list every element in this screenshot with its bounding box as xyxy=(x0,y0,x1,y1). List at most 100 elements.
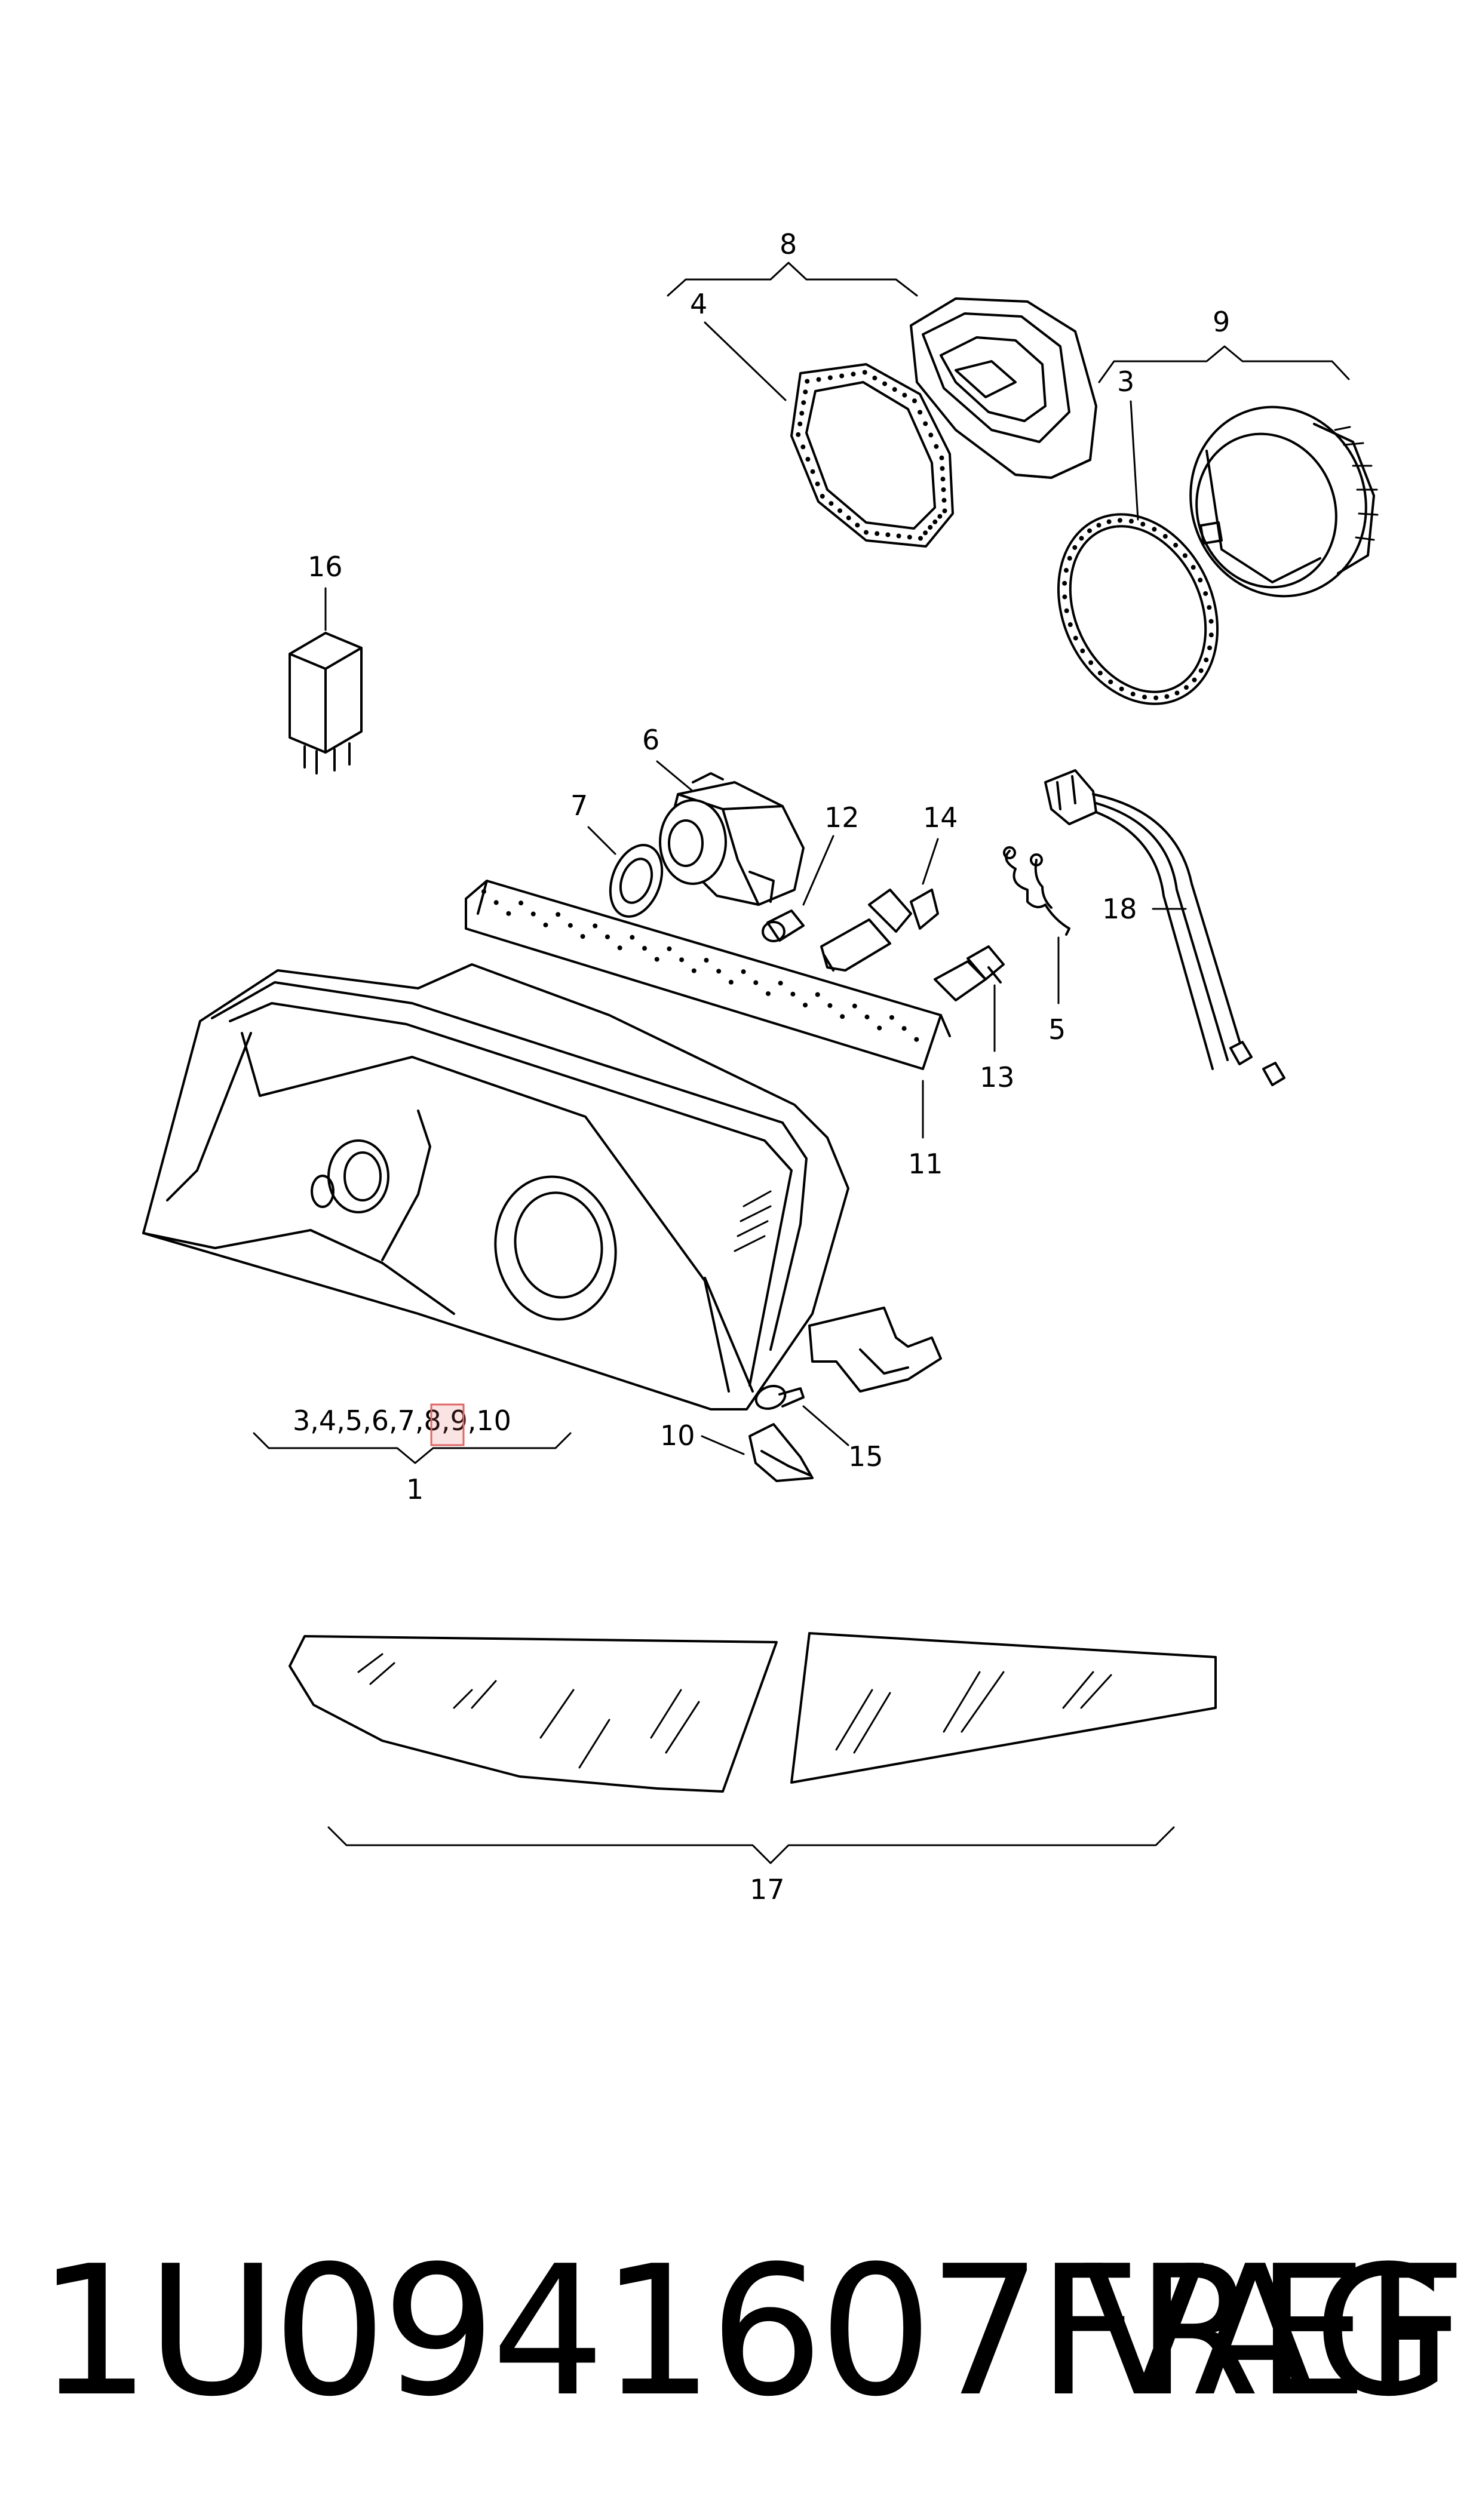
part-17-lens-covers: 17 xyxy=(289,1632,1217,1906)
group-bracket-8: 8 xyxy=(667,228,918,297)
part-18-wiring-harness: 18 xyxy=(1044,769,1285,1086)
texture-dot xyxy=(753,980,759,985)
texture-dot xyxy=(1067,555,1072,561)
texture-dot xyxy=(846,515,851,521)
callout-12: 12 xyxy=(824,801,860,834)
texture-dot xyxy=(829,501,834,506)
texture-dot xyxy=(862,370,867,375)
texture-dot xyxy=(704,958,709,963)
callout-1: 1 xyxy=(406,1473,424,1505)
texture-dot xyxy=(1128,518,1134,524)
part-14-main-bulb: 14 xyxy=(820,801,958,972)
texture-dot xyxy=(877,1025,882,1031)
texture-dot xyxy=(679,957,685,963)
texture-dot xyxy=(1097,671,1103,676)
part-12-parking-bulb: 12 xyxy=(762,801,860,942)
texture-dot xyxy=(593,923,598,929)
texture-dot xyxy=(617,945,622,951)
part-8-reflector-housing xyxy=(910,297,1097,479)
texture-dot xyxy=(864,530,869,535)
texture-dot xyxy=(851,371,856,377)
texture-dot xyxy=(1198,577,1203,583)
texture-dot xyxy=(837,508,843,514)
texture-dot xyxy=(942,508,947,514)
texture-dot xyxy=(892,387,897,392)
texture-dot xyxy=(518,901,524,906)
callout-14: 14 xyxy=(923,801,958,834)
callout-5: 5 xyxy=(1048,1013,1066,1046)
texture-dot xyxy=(1164,694,1170,699)
texture-dot xyxy=(1096,523,1101,528)
callout-8-top: 8 xyxy=(780,228,797,260)
texture-dot xyxy=(796,432,801,437)
callout-10: 10 xyxy=(660,1419,695,1452)
texture-dot xyxy=(654,957,659,962)
texture-dot xyxy=(914,1037,919,1042)
texture-dot xyxy=(1073,635,1078,641)
texture-dot xyxy=(816,377,821,382)
callout-6: 6 xyxy=(642,724,659,756)
texture-dot xyxy=(885,532,891,537)
texture-dot xyxy=(691,968,696,973)
texture-dot xyxy=(1117,518,1122,523)
callout-13: 13 xyxy=(980,1061,1015,1093)
texture-dot xyxy=(803,1003,808,1008)
texture-dot xyxy=(896,533,901,539)
texture-dot xyxy=(543,922,548,927)
texture-dot xyxy=(799,411,805,416)
part-9-projector-module xyxy=(1189,405,1379,598)
group-bracket-9: 9 xyxy=(1098,306,1350,383)
texture-dot xyxy=(827,375,833,380)
texture-dot xyxy=(1208,619,1214,624)
texture-dot xyxy=(1198,668,1204,674)
callout-7: 7 xyxy=(570,789,588,822)
texture-dot xyxy=(800,444,806,450)
texture-dot xyxy=(530,911,536,917)
texture-dot xyxy=(801,400,806,405)
texture-dot xyxy=(1182,553,1188,558)
highlight-marker xyxy=(430,1403,465,1446)
assembly-contents-callout: 3,4,5,6,7,8,9,10 1 xyxy=(253,1403,572,1505)
texture-dot xyxy=(728,979,734,985)
texture-dot xyxy=(923,421,928,426)
texture-dot xyxy=(805,379,810,384)
callout-3: 3 xyxy=(1117,365,1134,398)
texture-dot xyxy=(928,525,933,530)
part-11-seal-strip: 11 xyxy=(465,880,951,1180)
texture-dot xyxy=(820,494,825,499)
part-number-label: 1U0941607FREF xyxy=(37,2227,1467,2436)
texture-dot xyxy=(937,514,943,519)
texture-dot xyxy=(1062,594,1067,600)
texture-dot xyxy=(940,466,945,471)
texture-dot xyxy=(790,991,796,997)
texture-dot xyxy=(1130,692,1136,697)
texture-dot xyxy=(827,1003,833,1008)
texture-dot xyxy=(1067,622,1073,628)
texture-dot xyxy=(855,523,860,528)
texture-dot xyxy=(1152,527,1157,532)
part-3-ring-gasket: 3 xyxy=(1057,365,1219,705)
texture-dot xyxy=(716,969,722,974)
texture-dot xyxy=(810,469,815,474)
part-headlight-assembly xyxy=(142,963,942,1410)
callout-17: 17 xyxy=(750,1873,785,1906)
texture-dot xyxy=(1108,679,1113,684)
texture-dot xyxy=(872,376,877,381)
texture-dot xyxy=(1208,632,1214,638)
texture-dot xyxy=(1140,521,1146,527)
callout-15: 15 xyxy=(848,1440,883,1473)
texture-dot xyxy=(1203,591,1208,596)
texture-dot xyxy=(889,1015,894,1020)
texture-dot xyxy=(741,969,746,975)
texture-dot xyxy=(556,912,561,917)
part-13-bulb: 13 xyxy=(934,945,1015,1093)
texture-dot xyxy=(941,487,946,492)
texture-dot xyxy=(1063,568,1069,573)
part-7-gasket: 7 xyxy=(570,789,664,918)
texture-dot xyxy=(1087,528,1092,533)
texture-dot xyxy=(630,935,635,940)
texture-dot xyxy=(1119,686,1124,692)
texture-dot xyxy=(805,457,811,462)
texture-dot xyxy=(882,381,888,386)
